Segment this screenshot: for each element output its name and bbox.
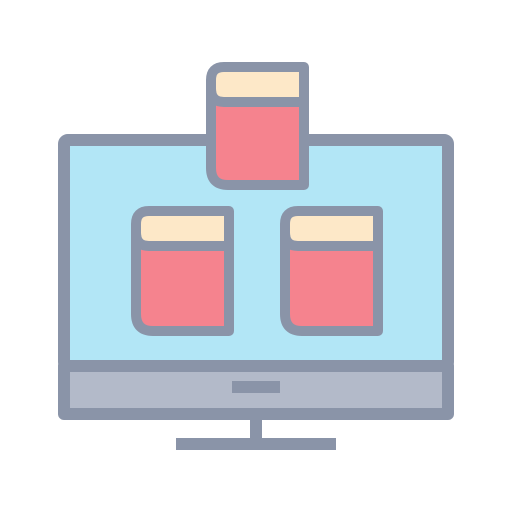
book-icon (280, 206, 383, 336)
stand-neck (250, 416, 262, 444)
book-pages (206, 62, 309, 107)
book-pages (280, 206, 383, 251)
monitor-stand (176, 416, 336, 450)
book-cover (206, 84, 309, 190)
book-icon (131, 206, 234, 336)
book-pages (131, 206, 234, 251)
book-icon (206, 62, 309, 190)
book-cover (280, 228, 383, 336)
book-cover (131, 228, 234, 336)
stand-base (176, 438, 336, 450)
monitor-indicator (232, 381, 280, 393)
